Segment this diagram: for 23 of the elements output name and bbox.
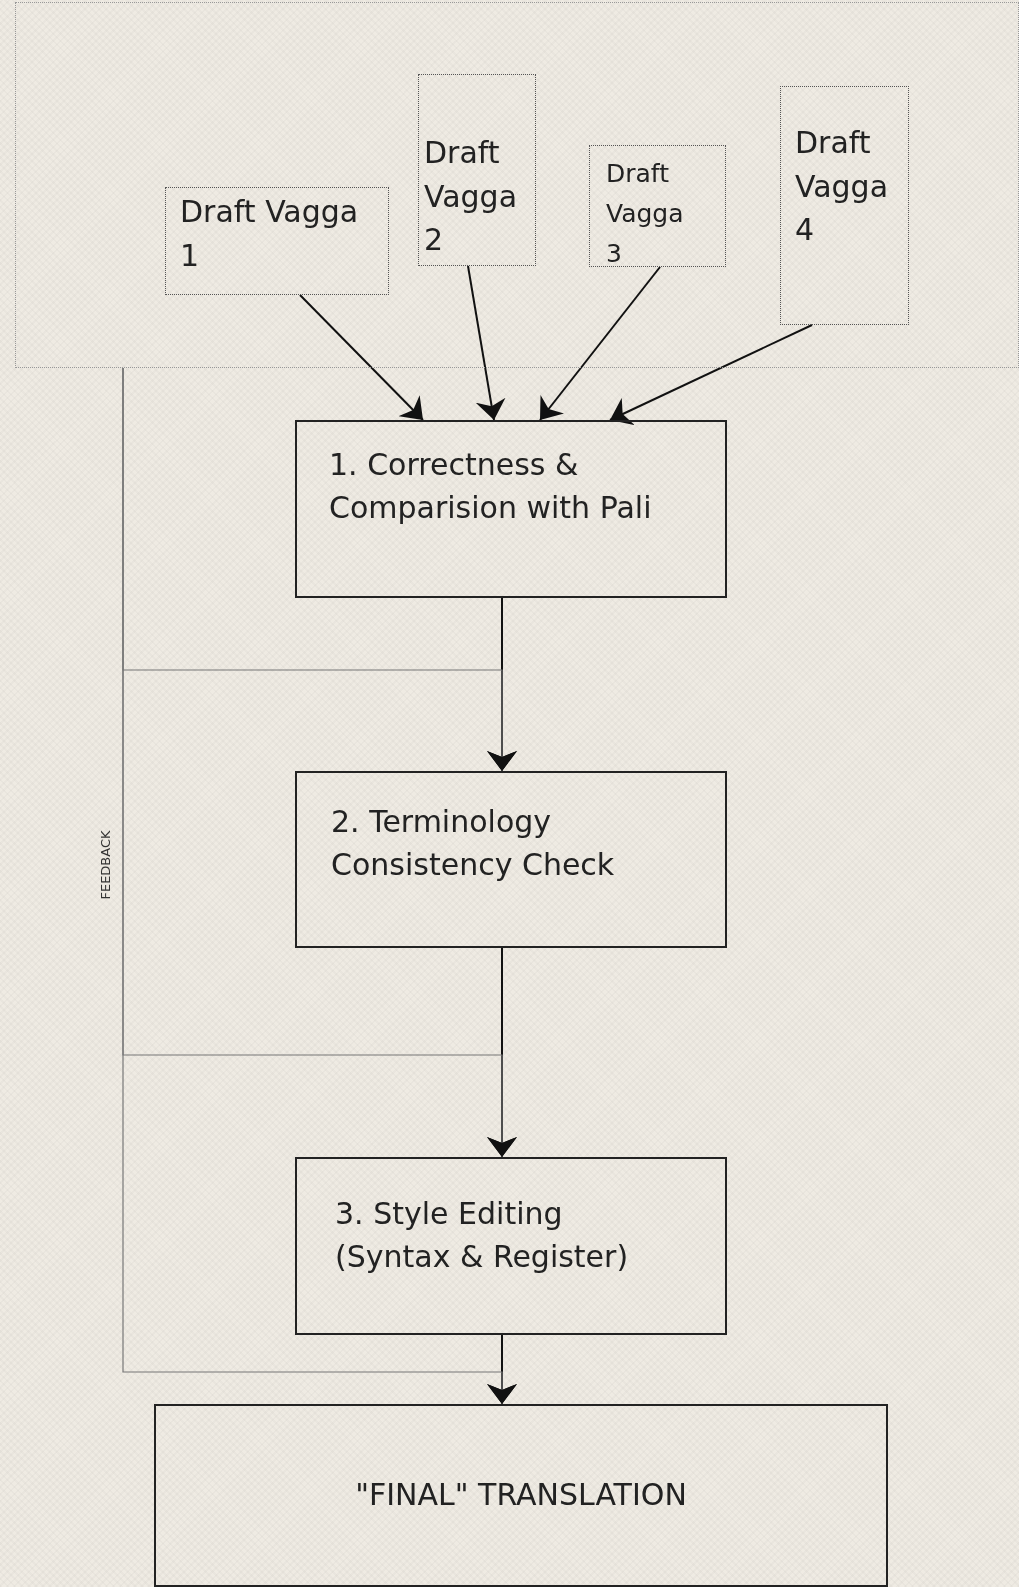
node-text: Draft Vagga 4 — [795, 124, 890, 249]
rotated-label: FEEDBACK — [96, 829, 114, 902]
process-box — [295, 771, 727, 948]
draft-box — [780, 86, 909, 325]
group-frame — [15, 2, 1019, 368]
node-text: "FINAL" TRANSLATION — [355, 1476, 687, 1515]
draft-box — [165, 187, 389, 295]
node-text: Draft Vagga 1 — [180, 193, 360, 275]
node-text: 3. Style Editing (Syntax & Register) — [335, 1195, 630, 1276]
node-text: 1. Correctness & Comparision with Pali — [329, 446, 653, 527]
process-box — [295, 1157, 727, 1335]
arrow — [467, 265, 506, 421]
feedback-line — [122, 367, 517, 1405]
result-box — [154, 1404, 888, 1587]
process-box — [295, 420, 727, 598]
draft-box — [589, 145, 726, 267]
arrow — [609, 324, 813, 426]
draft-box — [418, 74, 536, 266]
arrow — [299, 294, 424, 421]
node-text: Draft Vagga 3 — [606, 158, 685, 270]
node-text: 2. Terminology Consistency Check — [331, 803, 616, 884]
arrow — [539, 266, 661, 421]
node-text: Draft Vagga 2 — [424, 134, 519, 259]
